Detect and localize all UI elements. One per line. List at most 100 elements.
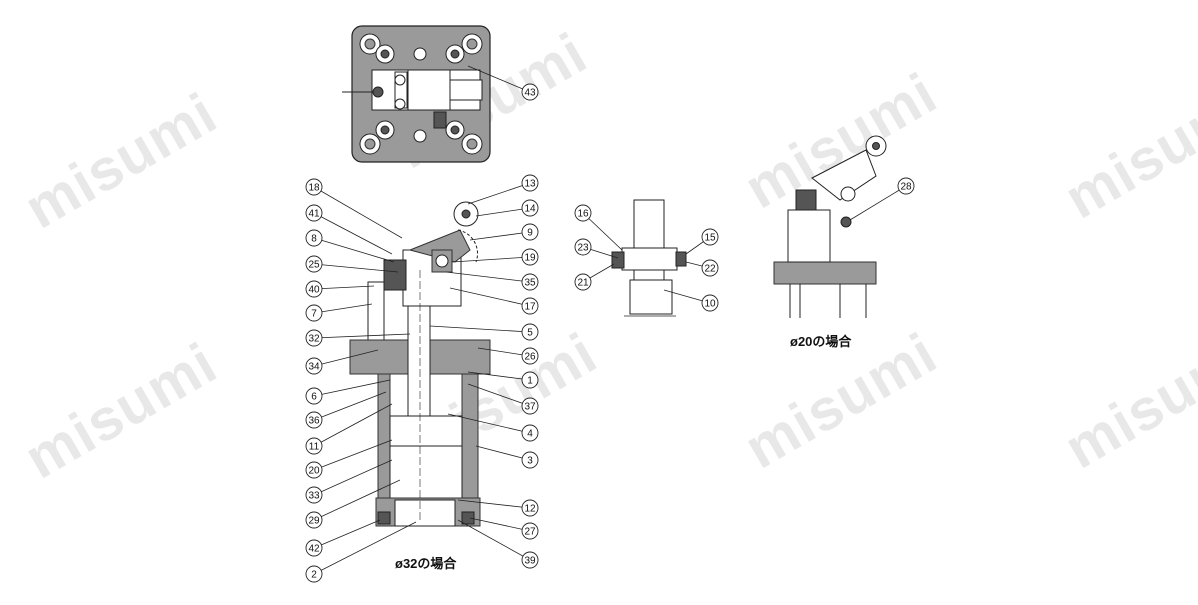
callout-number: 14 <box>524 204 536 215</box>
callout-leader-line <box>313 391 387 421</box>
caption-phi20: ø20の場合 <box>790 334 852 349</box>
callout-leader-line <box>313 186 403 239</box>
callout-number: 34 <box>308 362 320 373</box>
section-view-phi32 <box>349 201 491 527</box>
callout-number: 3 <box>527 456 533 467</box>
watermark: misumi <box>14 80 228 241</box>
callout-leader-line <box>313 237 395 263</box>
callout-leader-line <box>313 521 417 575</box>
callout-leader-line <box>313 479 401 521</box>
callout-number: 43 <box>524 88 536 99</box>
callout-number: 17 <box>524 302 536 313</box>
callout-leader-line <box>449 287 531 307</box>
callout-circle <box>521 199 539 217</box>
callout-26: 26 <box>477 347 539 365</box>
callout-8: 8 <box>305 229 395 263</box>
callout-16: 16 <box>574 204 623 251</box>
callout-leader-line <box>445 271 531 283</box>
callout-leader-line <box>457 499 531 509</box>
callout-circle <box>521 297 539 315</box>
callout-leader-line <box>467 182 531 205</box>
callout-circle <box>574 238 592 256</box>
callout-number: 23 <box>577 243 589 254</box>
callout-number: 4 <box>527 429 533 440</box>
callout-number: 7 <box>311 309 317 320</box>
callout-number: 36 <box>308 416 320 427</box>
callout-number: 39 <box>524 556 536 567</box>
callout-circle <box>574 204 592 222</box>
callout-13: 13 <box>467 174 539 205</box>
top-view <box>342 25 491 163</box>
callout-circle <box>305 461 323 479</box>
watermark: misumi <box>14 330 228 491</box>
callout-number: 37 <box>524 402 536 413</box>
callout-circle <box>701 259 719 277</box>
callout-circle <box>521 551 539 569</box>
callout-6: 6 <box>305 379 391 405</box>
callout-circle <box>305 204 323 222</box>
callout-circle <box>521 397 539 415</box>
callout-circle <box>305 486 323 504</box>
callout-circle <box>305 437 323 455</box>
callout-leader-line <box>313 379 391 397</box>
callout-leader-line <box>313 459 393 496</box>
callout-circle <box>521 323 539 341</box>
callout-number: 33 <box>308 491 320 502</box>
callout-circle <box>305 411 323 429</box>
callout-leader-line <box>313 333 411 339</box>
callout-18: 18 <box>305 178 403 239</box>
callout-leader-line <box>457 519 531 561</box>
callout-15: 15 <box>685 228 719 255</box>
callout-7: 7 <box>305 303 373 322</box>
callout-12: 12 <box>457 499 539 517</box>
callout-circle <box>305 178 323 196</box>
callout-number: 19 <box>524 253 536 264</box>
callout-circle <box>574 273 592 291</box>
callout-circle <box>521 248 539 266</box>
callout-leader-line <box>475 207 531 217</box>
callout-leader-line <box>313 303 373 314</box>
callout-17: 17 <box>449 287 539 315</box>
callout-35: 35 <box>445 271 539 291</box>
callout-number: 1 <box>527 376 533 387</box>
callout-circle <box>305 511 323 529</box>
callout-leader-line <box>313 212 393 255</box>
callout-circle <box>305 304 323 322</box>
callout-number: 9 <box>527 228 533 239</box>
callout-leader-line <box>582 212 623 251</box>
callout-number: 5 <box>527 328 533 339</box>
callout-circle <box>521 451 539 469</box>
callout-21: 21 <box>574 263 615 291</box>
callout-1: 1 <box>467 371 539 389</box>
callout-number: 6 <box>311 392 317 403</box>
callout-number: 25 <box>308 260 320 271</box>
watermark: misumi <box>1054 70 1198 231</box>
callout-layer: 4318418254073234636112033294221314919351… <box>305 65 915 583</box>
callout-33: 33 <box>305 459 393 504</box>
callout-circle <box>521 371 539 389</box>
callout-9: 9 <box>469 223 539 241</box>
callout-5: 5 <box>429 323 539 341</box>
callout-34: 34 <box>305 349 379 375</box>
callout-leader-line <box>447 413 531 434</box>
callout-leader-line <box>313 519 381 549</box>
side-detail-view <box>611 199 687 317</box>
callout-circle <box>305 387 323 405</box>
caption-phi32: ø32の場合 <box>395 556 457 571</box>
callout-circle <box>305 329 323 347</box>
callout-3: 3 <box>475 445 539 469</box>
callout-36: 36 <box>305 391 387 429</box>
callout-circle <box>305 539 323 557</box>
callout-number: 11 <box>309 442 320 453</box>
callout-leader-line <box>429 325 531 333</box>
callout-circle <box>305 255 323 273</box>
callout-circle <box>701 294 719 312</box>
callout-number: 21 <box>577 278 589 289</box>
callout-number: 29 <box>308 516 320 527</box>
callout-22: 22 <box>685 259 719 277</box>
callout-number: 41 <box>308 209 320 220</box>
callout-circle <box>305 565 323 583</box>
callout-number: 40 <box>308 285 320 296</box>
callout-number: 22 <box>704 264 716 275</box>
